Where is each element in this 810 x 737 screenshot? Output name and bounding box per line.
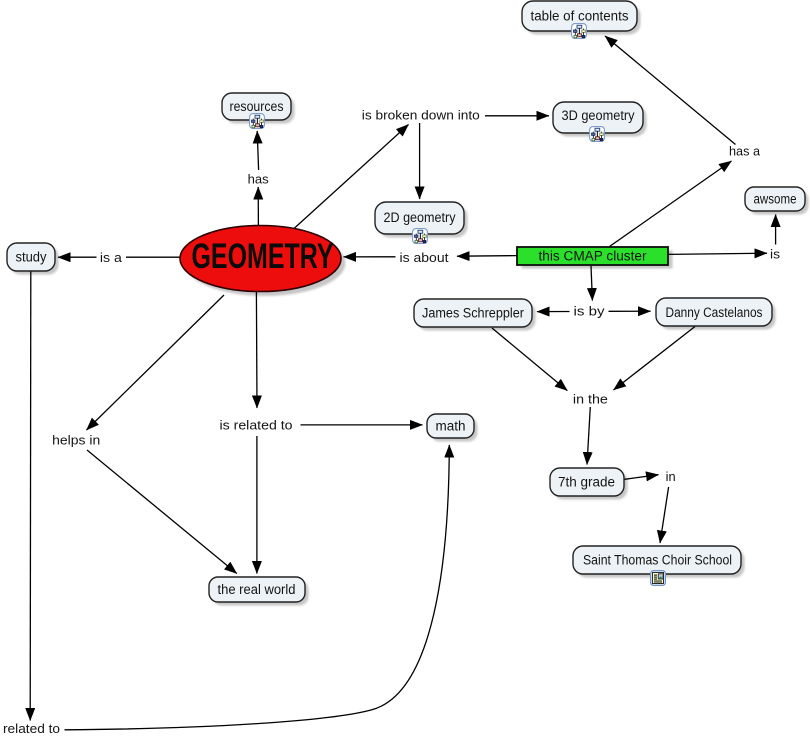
svg-text:7th grade: 7th grade: [558, 475, 615, 490]
svg-text:is by: is by: [574, 304, 606, 319]
svg-text:related to: related to: [3, 721, 60, 736]
svg-text:resources: resources: [230, 99, 284, 114]
svg-text:is broken down into: is broken down into: [362, 107, 480, 122]
svg-text:has: has: [248, 172, 269, 187]
svg-text:is related to: is related to: [220, 418, 293, 433]
svg-text:James Schreppler: James Schreppler: [422, 306, 524, 321]
svg-text:Danny Castelanos: Danny Castelanos: [666, 305, 763, 320]
svg-text:is about: is about: [400, 250, 449, 265]
svg-text:in: in: [666, 469, 676, 484]
svg-text:math: math: [436, 419, 466, 434]
svg-text:awsome: awsome: [754, 192, 797, 207]
svg-text:study: study: [16, 250, 47, 265]
svg-text:this CMAP cluster: this CMAP cluster: [539, 249, 648, 264]
svg-text:3D geometry: 3D geometry: [562, 108, 635, 123]
svg-text:table of contents: table of contents: [531, 9, 629, 24]
svg-text:has a: has a: [729, 144, 761, 159]
svg-text:is: is: [770, 247, 781, 262]
svg-text:GEOMETRY: GEOMETRY: [192, 237, 334, 276]
svg-text:2D geometry: 2D geometry: [384, 210, 456, 225]
svg-text:is a: is a: [100, 250, 123, 265]
svg-text:in the: in the: [573, 392, 608, 407]
svg-text:Saint Thomas Choir School: Saint Thomas Choir School: [583, 553, 732, 568]
svg-text:the real world: the real world: [218, 582, 296, 597]
svg-text:helps in: helps in: [52, 433, 100, 448]
